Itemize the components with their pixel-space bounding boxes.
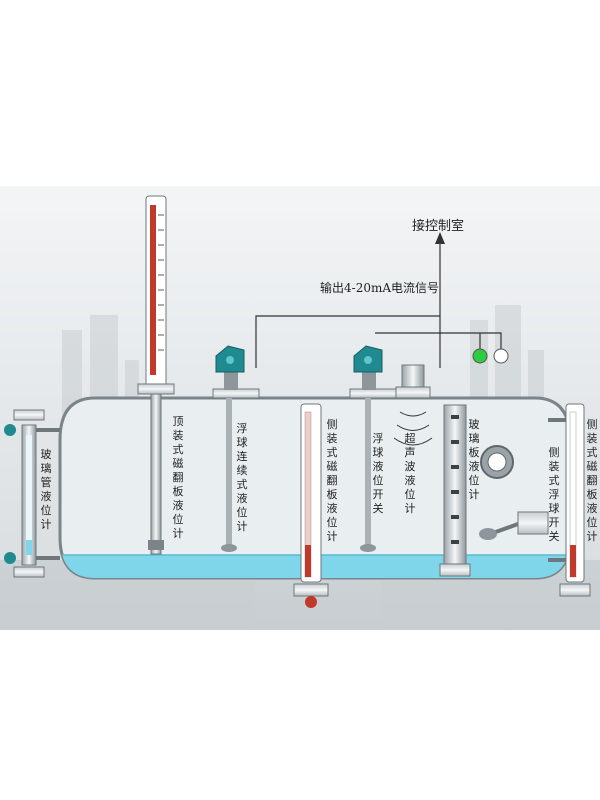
signal-wiring bbox=[255, 240, 502, 368]
instrument-label-glass-plate: 玻璃板液位计 bbox=[469, 418, 480, 501]
side-float-switch-gauge bbox=[479, 511, 549, 540]
instrument-label-ultrasonic: 超声波液位计 bbox=[405, 431, 416, 515]
switch-head-icon bbox=[353, 345, 383, 373]
ultrasonic-sensor bbox=[393, 364, 433, 446]
float-switch-gauge bbox=[349, 372, 397, 552]
instrument-label-side-magnetic-right: 侧装式磁翻板液位计 bbox=[587, 418, 598, 543]
instrument-labels: 玻璃管液位计 顶装式磁翻板液位计 浮球连续式液位计 侧装式磁翻板液位计 浮球液位开关 超声… bbox=[41, 415, 598, 543]
float-continuous-gauge bbox=[212, 372, 260, 552]
top-magnetic-gauge bbox=[137, 195, 175, 555]
white-indicator-light bbox=[493, 348, 509, 364]
instrument-label-float-continuous: 浮球连续式液位计 bbox=[237, 422, 248, 533]
instrument-label-side-magnetic: 侧装式磁翻板液位计 bbox=[327, 418, 338, 543]
green-indicator-light bbox=[472, 348, 488, 364]
instrument-label-glass-tube: 玻璃管液位计 bbox=[41, 448, 52, 531]
output-signal-label: 输出4-20mA电流信号 bbox=[320, 280, 439, 295]
side-magnetic-gauge-right bbox=[548, 403, 591, 597]
glass-tube-gauge bbox=[4, 409, 60, 578]
glass-plate-gauge bbox=[439, 404, 471, 577]
instrument-label-float-switch: 浮球液位开关 bbox=[373, 432, 384, 515]
control-room-label: 接控制室 bbox=[412, 218, 464, 234]
transmitter-head-icon bbox=[215, 345, 245, 373]
manhole-icon bbox=[480, 445, 514, 479]
arrow-up-icon bbox=[435, 232, 445, 244]
side-magnetic-gauge bbox=[293, 403, 329, 608]
instrument-label-top-magnetic: 顶装式磁翻板液位计 bbox=[173, 415, 184, 540]
instrument-label-side-float-switch: 侧装式浮球开关 bbox=[549, 446, 560, 543]
